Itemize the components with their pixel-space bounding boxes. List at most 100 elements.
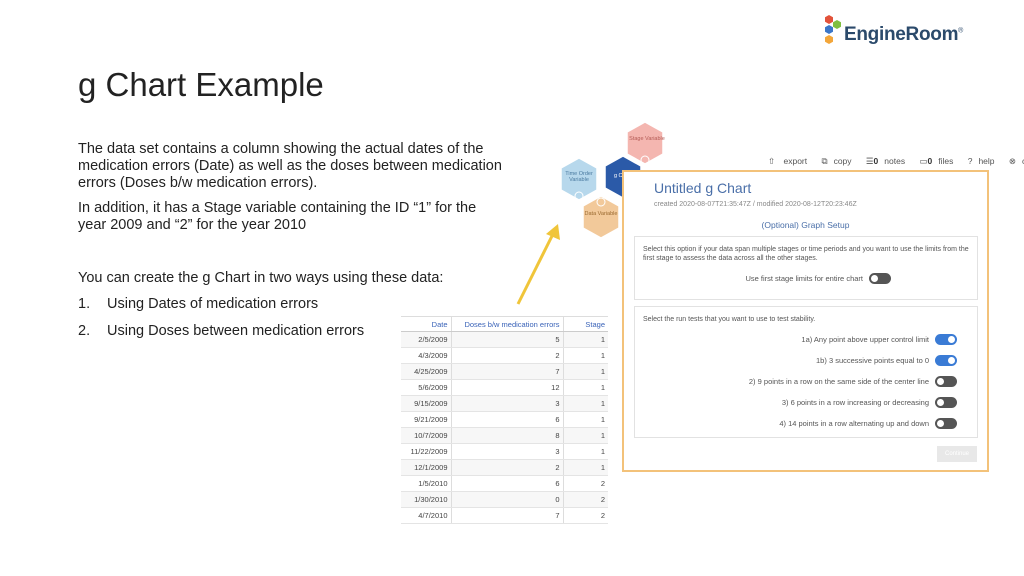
- data-table: Date Doses b/w medication errors Stage 2…: [401, 316, 608, 524]
- paragraph-ways: You can create the g Chart in two ways u…: [78, 270, 444, 286]
- cell-doses: 8: [451, 427, 564, 444]
- list-number: 2.: [78, 323, 91, 339]
- files-button[interactable]: ▭0 files: [913, 156, 953, 166]
- cell-doses: 3: [451, 395, 564, 412]
- cell-doses: 0: [451, 491, 564, 508]
- cell-date: 1/30/2010: [401, 491, 452, 508]
- run-test-toggle[interactable]: [935, 397, 957, 408]
- list-text: Using Doses between medication errors: [107, 323, 365, 339]
- notes-icon: ☰: [865, 156, 874, 166]
- copy-label: copy: [833, 156, 852, 166]
- export-label: export: [783, 156, 808, 166]
- cell-doses: 5: [451, 331, 564, 348]
- export-button[interactable]: ⇧ export: [762, 156, 807, 166]
- copy-icon: ⧉: [821, 156, 828, 166]
- column-header-stage: Stage: [563, 316, 608, 332]
- engineroom-logo: EngineRoom®: [824, 14, 964, 48]
- cell-stage: 1: [563, 331, 608, 348]
- close-label: close: [1022, 156, 1024, 166]
- run-test-row[interactable]: 3) 6 points in a row increasing or decre…: [782, 397, 957, 408]
- stage-option-toggle[interactable]: [869, 273, 891, 284]
- list-number: 1.: [78, 296, 91, 312]
- run-test-row[interactable]: 4) 14 points in a row alternating up and…: [779, 418, 957, 429]
- paragraph-dataset: The data set contains a column showing t…: [78, 141, 502, 191]
- run-test-label: 1a) Any point above upper control limit: [801, 335, 929, 344]
- cell-date: 9/15/2009: [401, 395, 452, 412]
- stage-options-description: Select this option if your data span mul…: [643, 246, 969, 262]
- run-tests-box: Select the run tests that you want to us…: [634, 306, 978, 438]
- run-test-label: 1b) 3 successive points equal to 0: [816, 356, 929, 365]
- stage-option-row[interactable]: Use first stage limits for entire chart: [745, 273, 891, 284]
- cell-doses: 6: [451, 411, 564, 428]
- cell-stage: 2: [563, 475, 608, 492]
- table-header-row: Date Doses b/w medication errors Stage: [401, 316, 608, 332]
- data-info-icon[interactable]: [596, 197, 606, 207]
- cell-doses: 6: [451, 475, 564, 492]
- stage-option-label: Use first stage limits for entire chart: [745, 274, 863, 283]
- export-icon: ⇧: [768, 156, 776, 166]
- cell-stage: 1: [563, 395, 608, 412]
- time-info-icon[interactable]: [574, 191, 584, 201]
- list-item: 2. Using Doses between medication errors: [78, 323, 364, 339]
- continue-button[interactable]: Continue: [937, 446, 977, 462]
- paragraph-stage: In addition, it has a Stage variable con…: [78, 200, 477, 233]
- hex-label-time: Time Order Variable: [565, 171, 593, 183]
- cell-doses: 12: [451, 379, 564, 396]
- column-header-doses: Doses b/w medication errors: [451, 316, 564, 332]
- cell-date: 11/22/2009: [401, 443, 452, 460]
- cell-doses: 7: [451, 507, 564, 524]
- list-item: 1. Using Dates of medication errors: [78, 296, 318, 312]
- run-test-toggle[interactable]: [935, 418, 957, 429]
- column-header-date: Date: [401, 316, 452, 332]
- cell-stage: 1: [563, 363, 608, 380]
- gchart-panel: Untitled g Chart created 2020-08-07T21:3…: [622, 170, 989, 472]
- cell-date: 1/5/2010: [401, 475, 452, 492]
- help-button[interactable]: ?help: [962, 156, 995, 166]
- list-text: Using Dates of medication errors: [107, 296, 319, 312]
- cell-stage: 1: [563, 411, 608, 428]
- run-test-toggle[interactable]: [935, 376, 957, 387]
- run-test-row[interactable]: 1a) Any point above upper control limit: [801, 334, 957, 345]
- cell-date: 4/25/2009: [401, 363, 452, 380]
- panel-meta: created 2020-08-07T21:35:47Z / modified …: [654, 201, 857, 208]
- arrow-pointer-icon: [516, 224, 560, 305]
- notes-label: notes: [884, 156, 906, 166]
- cell-date: 2/5/2009: [401, 331, 452, 348]
- hex-data-variable[interactable]: [582, 195, 620, 239]
- close-button[interactable]: ⊗close: [1003, 156, 1024, 166]
- run-test-toggle[interactable]: [935, 334, 957, 345]
- cell-date: 12/1/2009: [401, 459, 452, 476]
- files-label: files: [938, 156, 954, 166]
- cell-date: 10/7/2009: [401, 427, 452, 444]
- cell-stage: 2: [563, 491, 608, 508]
- logo-hex-icon: [825, 15, 841, 44]
- cell-date: 4/7/2010: [401, 507, 452, 524]
- cell-stage: 1: [563, 443, 608, 460]
- stage-info-icon[interactable]: [640, 155, 650, 165]
- graph-setup-heading: (Optional) Graph Setup: [761, 220, 850, 230]
- hex-stage-variable[interactable]: [626, 121, 664, 165]
- logo-mark: ®: [958, 27, 964, 35]
- run-test-label: 3) 6 points in a row increasing or decre…: [781, 398, 929, 407]
- help-icon: ?: [967, 156, 973, 166]
- panel-title[interactable]: Untitled g Chart: [654, 180, 752, 196]
- cell-stage: 1: [563, 347, 608, 364]
- cell-stage: 1: [563, 427, 608, 444]
- files-count: 0: [927, 156, 933, 166]
- run-test-row[interactable]: 1b) 3 successive points equal to 0: [816, 355, 957, 366]
- copy-button[interactable]: ⧉ copy: [816, 156, 852, 166]
- hex-label-data: Data Variable: [584, 211, 618, 217]
- run-test-toggle[interactable]: [935, 355, 957, 366]
- cell-date: 9/21/2009: [401, 411, 452, 428]
- files-icon: ▭: [919, 156, 928, 166]
- run-test-row[interactable]: 2) 9 points in a row on the same side of…: [749, 376, 957, 387]
- cell-doses: 3: [451, 443, 564, 460]
